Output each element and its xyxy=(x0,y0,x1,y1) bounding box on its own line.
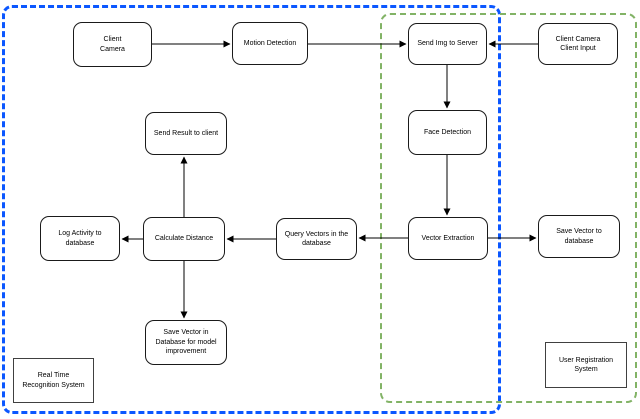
node-motion-detection: Motion Detection xyxy=(232,22,308,65)
node-log-activity-to-database: Log Activity to database xyxy=(40,216,120,261)
node-send-img-to-server: Send Img to Server xyxy=(408,23,487,65)
user-registration-system-region xyxy=(380,13,637,403)
node-query-vectors-in-the-database: Query Vectors in the database xyxy=(276,218,357,260)
node-save-vector-to-database: Save Vector to database xyxy=(538,215,620,258)
user-registration-system-title: User Registration System xyxy=(545,342,627,388)
node-face-detection: Face Detection xyxy=(408,110,487,155)
node-save-vector-in-database-for-model-improvement: Save Vector in Database for model improv… xyxy=(145,320,227,365)
node-calculate-distance: Calculate Distance xyxy=(143,217,225,261)
node-vector-extraction: Vector Extraction xyxy=(408,217,488,260)
node-client-camera-client-input: Client Camera Client Input xyxy=(538,23,618,65)
real-time-recognition-system-region xyxy=(2,5,501,414)
real-time-recognition-system-title: Real Time Recognition System xyxy=(13,358,94,403)
node-client-camera: Client Camera xyxy=(73,22,152,67)
node-send-result-to-client: Send Result to client xyxy=(145,112,227,155)
